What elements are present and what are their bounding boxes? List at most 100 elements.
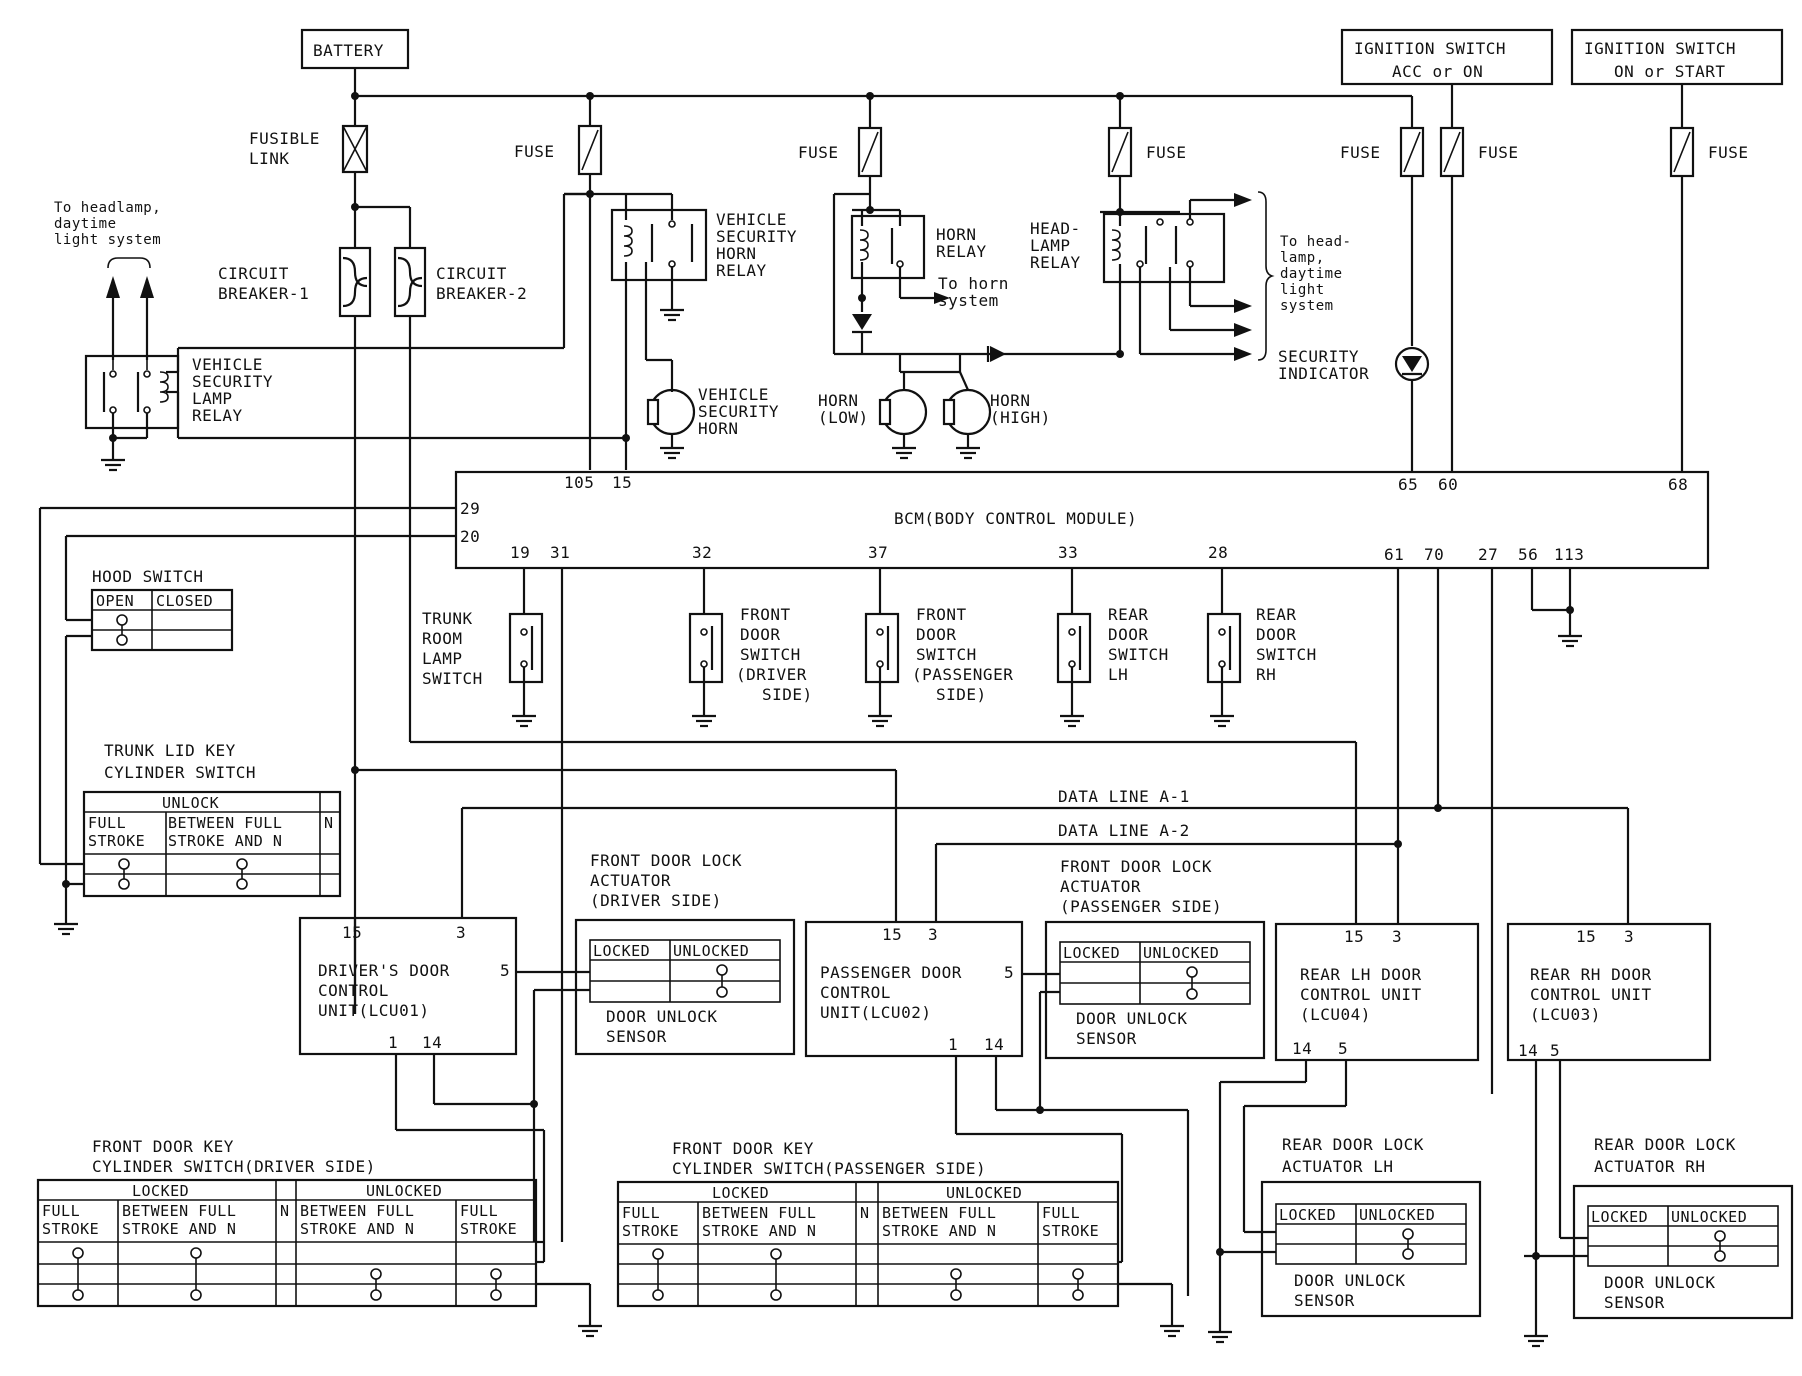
trunk-lid-title-2: CYLINDER SWITCH bbox=[104, 763, 256, 782]
lcu02-name-1: PASSENGER DOOR bbox=[820, 963, 962, 982]
vs-lamp-relay-label-2: SECURITY bbox=[192, 372, 273, 391]
lcu02-pin-1: 1 bbox=[948, 1035, 958, 1054]
horn-low-label-2: (LOW) bbox=[818, 408, 869, 427]
ign-acc-label-2: ACC or ON bbox=[1392, 62, 1483, 81]
note-left-3: light system bbox=[54, 232, 161, 248]
kcs-pass-full-4: STROKE bbox=[1042, 1222, 1099, 1240]
vs-horn-label-3: HORN bbox=[698, 419, 739, 438]
lcu01-name-1: DRIVER'S DOOR bbox=[318, 961, 450, 980]
fdla-driver-unlocked: UNLOCKED bbox=[673, 942, 749, 960]
note-right-1: To head- bbox=[1280, 234, 1351, 250]
lcu01-name-2: CONTROL bbox=[318, 981, 389, 1000]
fds-driver-label-1: FRONT bbox=[740, 605, 791, 624]
bcm-pin-68: 68 bbox=[1668, 475, 1688, 494]
note-right-2: lamp, bbox=[1280, 250, 1325, 266]
lcu04-name-3: (LCU04) bbox=[1300, 1005, 1371, 1024]
fdla-pass-title-3: (PASSENGER SIDE) bbox=[1060, 897, 1222, 916]
rdla-lh-locked: LOCKED bbox=[1279, 1206, 1336, 1224]
data-line-a2-label: DATA LINE A-2 bbox=[1058, 821, 1190, 840]
vs-lamp-relay-label-1: VEHICLE bbox=[192, 355, 263, 374]
ign-on-label-2: ON or START bbox=[1614, 62, 1725, 81]
trunk-between-2: STROKE AND N bbox=[168, 832, 282, 850]
cb2-label-1: CIRCUIT bbox=[436, 264, 507, 283]
lcu03-name-1: REAR RH DOOR bbox=[1530, 965, 1652, 984]
kcs-driver-locked: LOCKED bbox=[132, 1182, 189, 1200]
fdla-driver-title-1: FRONT DOOR LOCK bbox=[590, 851, 742, 870]
vs-horn-relay-label-1: VEHICLE bbox=[716, 210, 787, 229]
to-horn-label-1: To horn bbox=[938, 274, 1009, 293]
fds-driver-label-4: (DRIVER bbox=[736, 665, 807, 684]
rdla-rh-unlocked: UNLOCKED bbox=[1671, 1208, 1747, 1226]
trunk-lid-title-1: TRUNK LID KEY bbox=[104, 741, 236, 760]
fdla-pass-title-1: FRONT DOOR LOCK bbox=[1060, 857, 1212, 876]
horn-low-label-1: HORN bbox=[818, 391, 859, 410]
lcu02-name-2: CONTROL bbox=[820, 983, 891, 1002]
lcu03-name-2: CONTROL UNIT bbox=[1530, 985, 1652, 1004]
bcm-left-wires bbox=[38, 506, 456, 884]
to-horn-label-2: system bbox=[938, 291, 999, 310]
trunk-room-lamp-label-2: ROOM bbox=[422, 629, 463, 648]
data-line-a1-label: DATA LINE A-1 bbox=[1058, 787, 1190, 806]
kcs-driver-full-2: STROKE bbox=[42, 1220, 99, 1238]
bcm-pin-33: 33 bbox=[1058, 543, 1078, 562]
hood-switch-title: HOOD SWITCH bbox=[92, 567, 203, 586]
kcs-driver-between-1: BETWEEN FULL bbox=[122, 1202, 236, 1220]
kcs-pass-locked: LOCKED bbox=[712, 1184, 769, 1202]
bcm-pin-113: 113 bbox=[1554, 545, 1584, 564]
power-supply: BATTERY FUSIBLE LINK CIRCUIT BREAKER-1 C… bbox=[218, 28, 1784, 1014]
rds-rh-label-3: SWITCH bbox=[1256, 645, 1317, 664]
trunk-lid-key-cylinder-switch: TRUNK LID KEY CYLINDER SWITCH UNLOCK FUL… bbox=[54, 741, 342, 936]
hood-switch: HOOD SWITCH OPEN CLOSED bbox=[90, 567, 234, 652]
rdla-rh-title-1: REAR DOOR LOCK bbox=[1594, 1135, 1736, 1154]
note-right-3: daytime bbox=[1280, 266, 1343, 282]
kcs-pass-unlocked: UNLOCKED bbox=[946, 1184, 1022, 1202]
horn-wiring bbox=[564, 192, 1120, 374]
bcm-title: BCM(BODY CONTROL MODULE) bbox=[894, 509, 1137, 528]
fdla-driver-title-3: (DRIVER SIDE) bbox=[590, 891, 722, 910]
bcm-pin-32: 32 bbox=[692, 543, 712, 562]
lcu04-pin-15: 15 bbox=[1344, 927, 1364, 946]
fds-pass-label-5: SIDE) bbox=[936, 685, 987, 704]
bcm-box bbox=[454, 470, 1710, 570]
rdla-rh-locked: LOCKED bbox=[1591, 1208, 1648, 1226]
key-cylinder-switch-passenger: FRONT DOOR KEY CYLINDER SWITCH(PASSENGER… bbox=[616, 1139, 1232, 1344]
bcm-pin-61: 61 bbox=[1384, 545, 1404, 564]
fds-driver-label-3: SWITCH bbox=[740, 645, 801, 664]
kcs-driver-full-3: FULL bbox=[460, 1202, 498, 1220]
kcs-pass-between-2: STROKE AND N bbox=[702, 1222, 816, 1240]
fuse-label-5: FUSE bbox=[1478, 143, 1519, 162]
security-indicator-label-1: SECURITY bbox=[1278, 347, 1359, 366]
front-door-switch-driver: FRONT DOOR SWITCH (DRIVER SIDE) bbox=[688, 568, 812, 728]
data-lines: DATA LINE A-1 DATA LINE A-2 bbox=[351, 568, 1630, 1094]
cb2-label-2: BREAKER-2 bbox=[436, 284, 527, 303]
lcu01-pin-3: 3 bbox=[456, 923, 466, 942]
rdla-lh-title-1: REAR DOOR LOCK bbox=[1282, 1135, 1424, 1154]
bcm-pin-105: 105 bbox=[564, 473, 594, 492]
ign-on-label-1: IGNITION SWITCH bbox=[1584, 39, 1736, 58]
lcu02-pin-5: 5 bbox=[1004, 963, 1014, 982]
horn-high: HORN (HIGH) bbox=[942, 371, 1050, 460]
vs-lamp-relay-label-3: LAMP bbox=[192, 389, 233, 408]
lcu01-pin-14: 14 bbox=[422, 1033, 442, 1052]
fusible-link-label-1: FUSIBLE bbox=[249, 129, 320, 148]
fdla-pass-unlocked: UNLOCKED bbox=[1143, 944, 1219, 962]
security-indicator-label-2: INDICATOR bbox=[1278, 364, 1369, 383]
rds-lh-label-2: DOOR bbox=[1108, 625, 1149, 644]
bcm-pin-28: 28 bbox=[1208, 543, 1228, 562]
headlamp-relay-label-2: LAMP bbox=[1030, 236, 1071, 255]
headlamp-relay: HEAD- LAMP RELAY To head- lamp, daytime … bbox=[1030, 191, 1351, 361]
fds-driver-label-2: DOOR bbox=[740, 625, 781, 644]
note-right-4: light bbox=[1280, 282, 1325, 298]
rdla-lh-sensor-2: SENSOR bbox=[1294, 1291, 1355, 1310]
kcs-pass-between-1: BETWEEN FULL bbox=[702, 1204, 816, 1222]
ignition-switch-acc-box bbox=[1340, 28, 1554, 86]
bcm-pin-65: 65 bbox=[1398, 475, 1418, 494]
kcs-driver-title-1: FRONT DOOR KEY bbox=[92, 1137, 234, 1156]
vehicle-security-horn: VEHICLE SECURITY HORN bbox=[646, 385, 779, 460]
lcu04-name-1: REAR LH DOOR bbox=[1300, 965, 1422, 984]
fusible-link-label-2: LINK bbox=[249, 149, 290, 168]
horn-low: HORN (LOW) bbox=[818, 372, 928, 460]
lcu03: 15 3 REAR RH DOOR CONTROL UNIT (LCU03) 1… bbox=[1506, 922, 1712, 1348]
lcu04-name-2: CONTROL UNIT bbox=[1300, 985, 1422, 1004]
